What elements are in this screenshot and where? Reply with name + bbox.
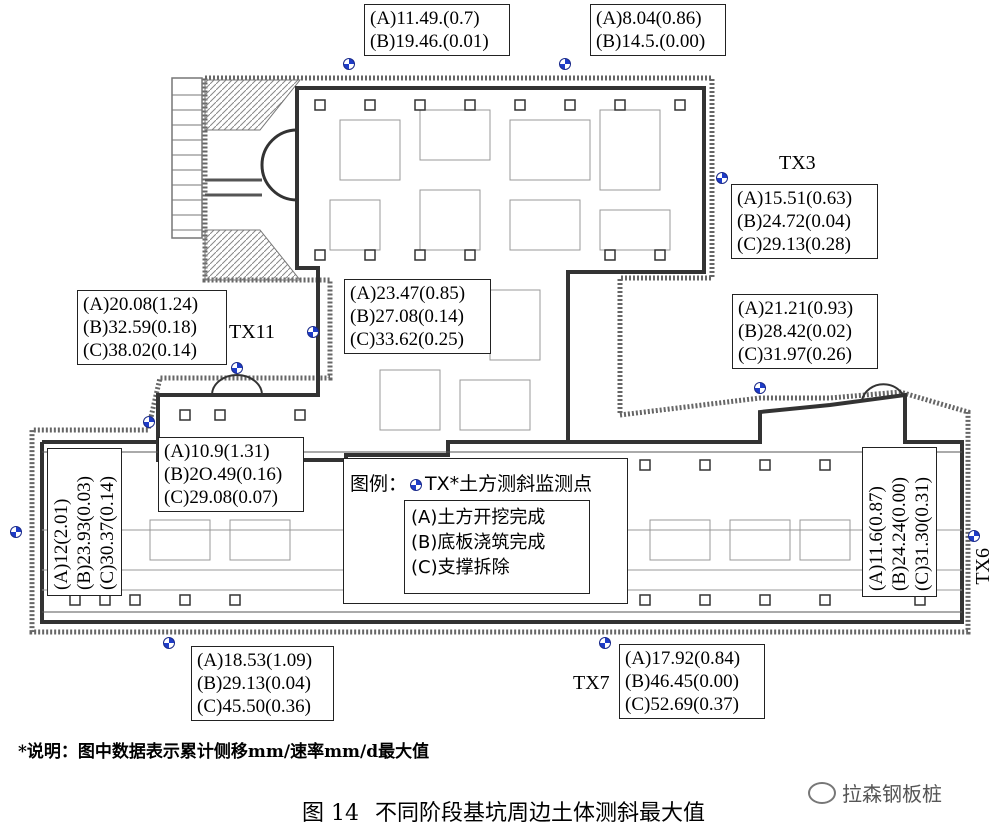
explanation-note: *说明：图中数据表示累计侧移mm/速率mm/d最大值 [18,742,430,762]
reading-c: (C)45.50(0.36) [197,696,311,717]
retaining-wall [156,86,706,462]
reading-b: (B)46.45(0.00) [625,671,739,692]
label-tx7: TX7 [573,672,610,694]
label-tx11: TX11 [229,321,275,343]
reading-b: (B)27.08(0.14) [350,306,464,327]
reading-a: (A)15.51(0.63) [737,188,853,209]
legend-stage-a: (A)土方开挖完成 [411,507,546,528]
legend-title-prefix: 图例： [350,473,408,495]
legend-stage-b: (B)底板浇筑完成 [411,532,546,553]
marker-north-right [559,58,571,70]
reading-b: (B)19.46.(0.01) [370,31,489,52]
legend-stages: (A)土方开挖完成 (B)底板浇筑完成 (C)支撑拆除 [404,500,590,594]
reading-a: (A)21.21(0.93) [738,298,854,319]
reading-b: (B)29.13(0.04) [197,673,311,694]
ramp-lines [205,178,262,197]
access-stair [171,77,203,239]
reading-west-inner: (A)10.9(1.31) (B)2O.49(0.16) (C)29.08(0.… [158,437,304,512]
bay-arc-2 [211,374,263,396]
reading-north-left: (A)11.49.(0.7) (B)19.46.(0.01) [364,4,510,56]
reading-a: (A)12(2.01) [51,498,72,590]
reading-c: (C)30.37(0.14) [97,476,118,590]
reading-a: (A)8.04(0.86) [596,8,702,29]
reading-c: (C)29.08(0.07) [164,487,278,508]
label-tx3: TX3 [779,152,816,174]
reading-a: (A)23.47(0.85) [350,283,466,304]
legend-stage-c: (C)支撑拆除 [411,557,510,578]
reading-east-mid: (A)21.21(0.93) (B)28.42(0.02) (C)31.97(0… [732,294,878,369]
marker-west-inner [143,416,155,428]
reading-c: (C)31.97(0.26) [738,344,852,365]
site-plan [29,75,971,635]
reading-b: (B)28.42(0.02) [738,321,852,342]
watermark-text: 拉森钢板桩 [842,782,942,806]
figure-caption: 图 14 不同阶段基坑周边土体测斜最大值 [0,795,1007,827]
reading-c: (C)33.62(0.25) [350,329,464,350]
reading-a: (A)20.08(1.24) [83,294,199,315]
reading-a: (A)17.92(0.84) [625,648,741,669]
reading-tx11: (A)20.08(1.24) (B)32.59(0.18) (C)38.02(0… [77,290,227,365]
reading-a: (A)10.9(1.31) [164,441,270,462]
reading-b: (B)32.59(0.18) [83,317,197,338]
reading-a: (A)18.53(1.09) [197,650,313,671]
reading-a: (A)11.6(0.87) [866,486,887,591]
legend: 图例： TX*土方测斜监测点 (A)土方开挖完成 (B)底板浇筑完成 (C)支撑拆… [343,458,628,604]
watermark: 拉森钢板桩 [808,778,942,807]
marker-north-left [343,58,355,70]
reading-center-top: (A)23.47(0.85) (B)27.08(0.14) (C)33.62(0… [344,279,491,354]
retaining-wall-south [40,392,964,624]
marker-south-left [163,637,175,649]
reading-west-vertical: (A)12(2.01) (B)23.93(0.03) (C)30.37(0.14… [47,448,122,596]
label-tx6: TX6 [972,548,994,585]
reading-south-left: (A)18.53(1.09) (B)29.13(0.04) (C)45.50(0… [191,646,334,721]
reading-b: (B)14.5.(0.00) [596,31,706,52]
reading-north-right: (A)8.04(0.86) (B)14.5.(0.00) [590,4,726,56]
hatched-area [204,79,302,131]
reading-tx3: (A)15.51(0.63) (B)24.72(0.04) (C)29.13(0… [731,184,878,259]
legend-title-suffix: TX*土方测斜监测点 [425,473,593,495]
marker-tx7 [599,637,611,649]
reading-tx7: (A)17.92(0.84) (B)46.45(0.00) (C)52.69(0… [619,644,765,719]
marker-tx11-a [307,326,319,338]
hatched-area-2 [204,229,302,281]
wechat-icon [808,782,836,804]
bay-arc-3 [861,383,906,401]
reading-b: (B)2O.49(0.16) [164,464,283,485]
reading-a: (A)11.49.(0.7) [370,8,480,29]
marker-east-mid [754,382,766,394]
reading-b: (B)23.93(0.03) [74,476,95,590]
figure-number: 图 14 [301,801,359,826]
site-boundary [29,75,971,635]
legend-title: 图例： TX*土方测斜监测点 [350,469,592,496]
reading-c: (C)38.02(0.14) [83,340,197,361]
marker-tx6 [968,530,980,542]
reading-c: (C)31.30(0.31) [912,477,933,591]
reading-b: (B)24.24(0.00) [889,477,910,591]
marker-tx3 [716,172,728,184]
reading-c: (C)52.69(0.37) [625,694,739,715]
figure-title: 不同阶段基坑周边土体测斜最大值 [374,801,705,826]
reading-c: (C)29.13(0.28) [737,234,851,255]
marker-tx11-b [231,362,243,374]
legend-marker-icon [410,479,423,491]
marker-west [10,526,22,538]
bay-arc [260,128,298,202]
reading-tx6: (A)11.6(0.87) (B)24.24(0.00) (C)31.30(0.… [862,447,937,597]
reading-b: (B)24.72(0.04) [737,211,851,232]
